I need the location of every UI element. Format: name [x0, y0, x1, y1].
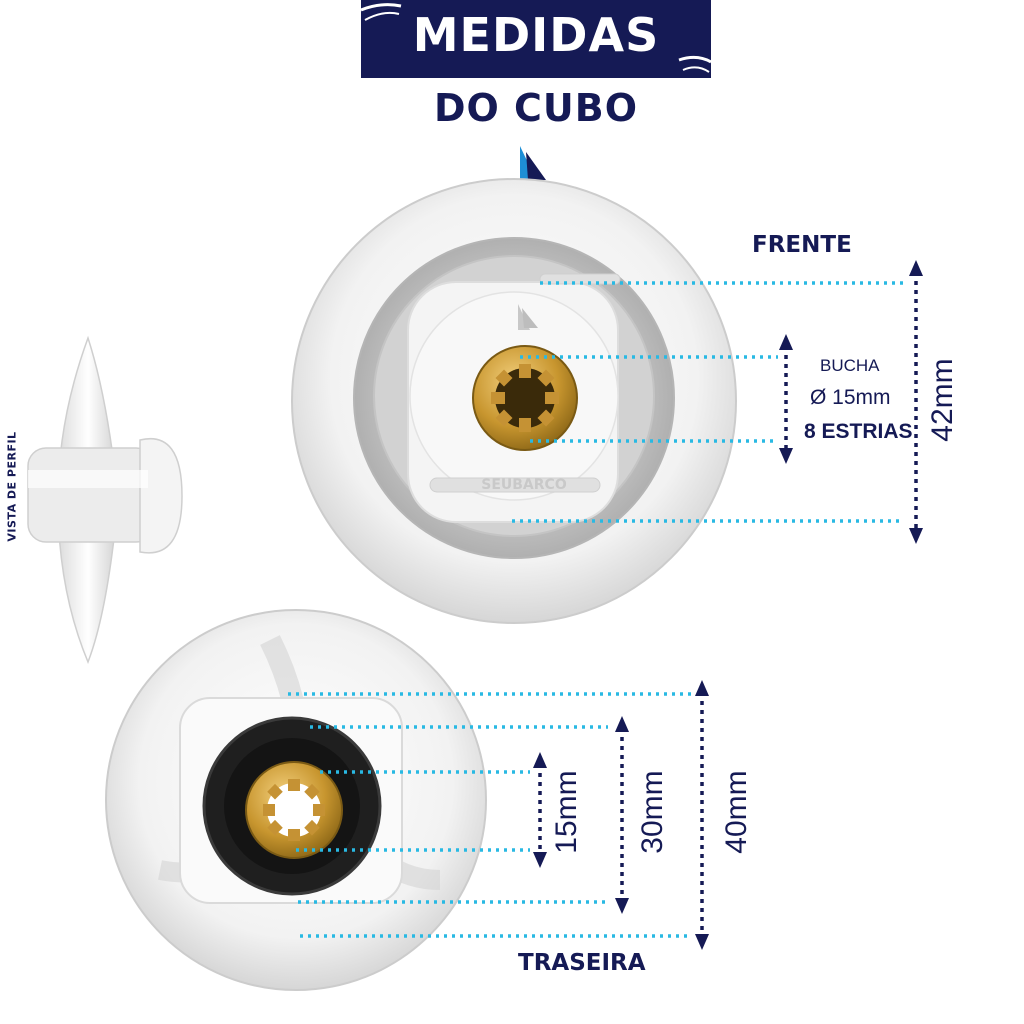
title-banner: MEDIDAS: [361, 0, 711, 78]
front-dimension-arrows: [779, 260, 923, 544]
front-outer-measure: 42mm: [926, 358, 959, 442]
rear-view-drawing: [105, 609, 487, 991]
bushing-splines: 8 ESTRIAS: [804, 420, 913, 443]
side-profile-drawing: [27, 335, 183, 665]
page-title: MEDIDAS: [412, 8, 660, 62]
front-view-drawing: [291, 178, 737, 624]
rear-view-label: TRASEIRA: [518, 950, 646, 976]
brand-mark-text: SEUBARCO: [481, 477, 567, 493]
front-guide-lines: [512, 281, 904, 523]
page-subtitle: DO CUBO: [433, 86, 639, 130]
rear-outer-measure: 40mm: [720, 770, 753, 854]
rear-dimension-arrows: [533, 680, 709, 950]
bushing-diameter: Ø 15mm: [810, 386, 891, 409]
side-view-label: VISTA DE PERFIL: [5, 431, 19, 542]
rear-guide-lines: [288, 692, 692, 938]
rear-middle-measure: 30mm: [636, 770, 669, 854]
rear-inner-measure: 15mm: [550, 770, 583, 854]
bushing-label: BUCHA: [820, 356, 880, 375]
wave-decoration-icon: [361, 3, 711, 73]
front-view-label: FRENTE: [752, 232, 852, 258]
